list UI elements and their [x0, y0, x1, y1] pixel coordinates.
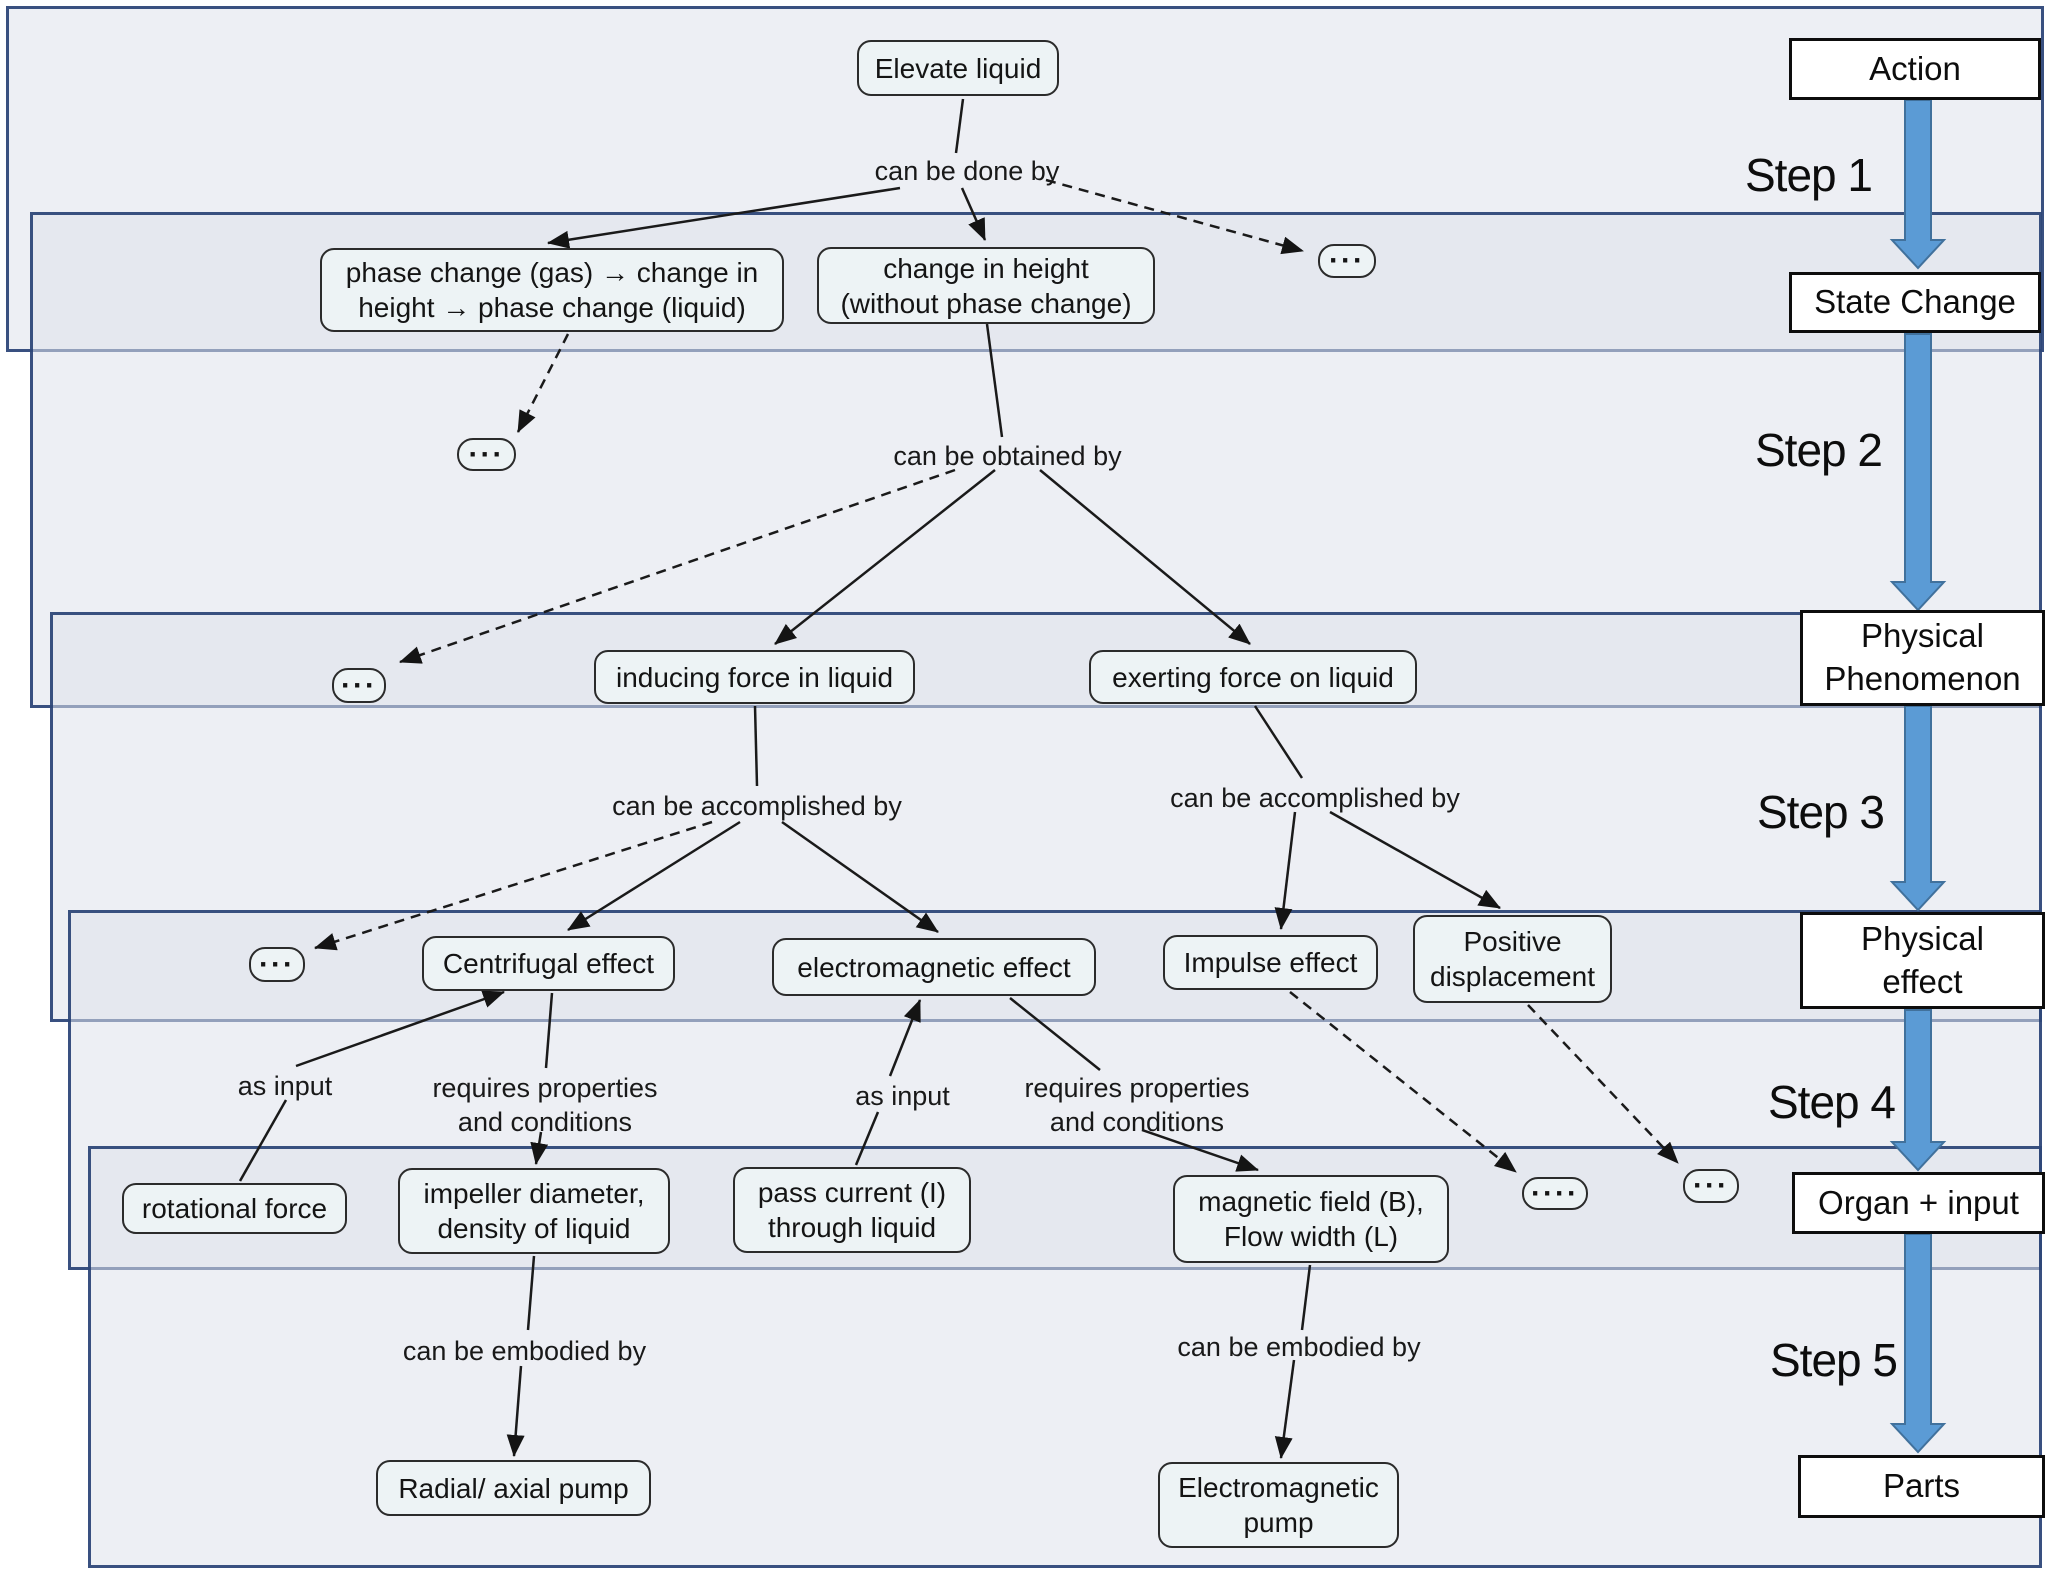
- edge-phase-to-ellipsis: [516, 333, 570, 433]
- node-ellipsis-organ-1: ····: [1522, 1177, 1588, 1210]
- edge-obtained-to-inducing: [774, 469, 996, 645]
- edge-obtained-to-ellipsis: [399, 468, 956, 664]
- node-ellipsis-phase: ···: [457, 438, 516, 471]
- edge-label-can-be-obtained-by: can be obtained by: [893, 441, 1122, 471]
- edge-label-accomplished-left: can be accomplished by: [612, 791, 902, 821]
- node-ellipsis-organ-2: ···: [1683, 1169, 1739, 1203]
- node-ellipsis-effect: ···: [249, 947, 305, 982]
- edge-centrifugal-to-label: [544, 992, 554, 1069]
- node-ellipsis-phenomenon: ···: [332, 668, 386, 703]
- edge-done-to-ellipsis: [1045, 178, 1304, 255]
- edge-label-as-input-left: as input: [237, 1071, 333, 1101]
- step-label-1: Step 1: [1745, 149, 1873, 201]
- edge-label-accomplished-right: can be accomplished by: [1170, 783, 1460, 813]
- node-exerting-force: exerting force on liquid: [1089, 650, 1417, 704]
- edge-accleft-to-ellipsis: [314, 820, 713, 951]
- edge-label-to-centrifugal: [295, 990, 505, 1068]
- edge-label-requires-right: requires properties and conditions: [1024, 1073, 1250, 1137]
- edge-exerting-to-label: [1253, 705, 1304, 779]
- node-electromagnetic-pump: Electromagnetic pump: [1158, 1462, 1399, 1548]
- rail-box-parts: Parts: [1798, 1455, 2045, 1518]
- step-label-2: Step 2: [1755, 424, 1883, 476]
- edge-impeller-to-label: [526, 1255, 536, 1331]
- node-elevate-liquid: Elevate liquid: [857, 40, 1059, 96]
- step-label-5: Step 5: [1770, 1334, 1898, 1386]
- node-phase-change: phase change (gas) → change in height → …: [320, 248, 784, 332]
- node-impeller-diameter: impeller diameter, density of liquid: [398, 1168, 670, 1254]
- edge-impulse-to-ellipsis: [1289, 991, 1517, 1173]
- edge-positive-to-ellipsis: [1527, 1004, 1679, 1164]
- node-positive-displacement: Positive displacement: [1413, 915, 1612, 1003]
- rail-arrow-step3: [1889, 705, 1947, 912]
- rail-arrow-step1: [1889, 99, 1947, 270]
- node-electromagnetic-effect: electromagnetic effect: [772, 938, 1096, 996]
- edge-label-to-impeller: [530, 1131, 549, 1165]
- node-impulse-effect: Impulse effect: [1163, 935, 1378, 990]
- rail-box-physical-phenomenon: Physical Phenomenon: [1800, 610, 2045, 706]
- edge-change-to-label: [985, 323, 1004, 438]
- edge-passcurrent-to-label: [854, 1111, 880, 1166]
- node-change-in-height: change in height (without phase change): [817, 247, 1155, 324]
- edge-accright-to-impulse: [1274, 811, 1297, 930]
- edge-done-to-phase: [547, 186, 901, 249]
- edge-label-to-radial: [506, 1365, 525, 1457]
- node-inducing-force: inducing force in liquid: [594, 650, 915, 704]
- edge-accleft-to-em: [781, 820, 939, 934]
- rail-arrow-step4: [1889, 1009, 1947, 1172]
- edge-label-can-be-done-by: can be done by: [874, 156, 1060, 186]
- node-magnetic-field: magnetic field (B), Flow width (L): [1173, 1175, 1449, 1263]
- step-label-3: Step 3: [1757, 786, 1885, 838]
- edge-done-to-change: [960, 187, 987, 241]
- edge-accleft-to-centrifugal: [567, 820, 741, 932]
- rail-box-physical-effect: Physical effect: [1800, 912, 2045, 1009]
- edge-elevate-to-label: [954, 98, 965, 154]
- rail-arrow-step2: [1889, 333, 1947, 612]
- edge-label-to-em: [888, 999, 922, 1077]
- edge-label-to-empump: [1274, 1359, 1296, 1459]
- node-radial-axial-pump: Radial/ axial pump: [376, 1460, 651, 1516]
- node-ellipsis-top: ···: [1318, 244, 1376, 278]
- node-centrifugal-effect: Centrifugal effect: [422, 936, 675, 991]
- edge-rotational-to-label: [238, 1099, 288, 1182]
- edge-em-to-label: [1009, 997, 1101, 1071]
- edge-label-to-magnetic: [1141, 1128, 1259, 1172]
- rail-box-action: Action: [1789, 38, 2041, 100]
- step-label-4: Step 4: [1768, 1076, 1896, 1128]
- rail-box-state-change: State Change: [1789, 272, 2041, 333]
- node-pass-current: pass current (I) through liquid: [733, 1167, 971, 1253]
- edge-label-embodied-left: can be embodied by: [402, 1336, 647, 1366]
- edge-label-requires-left: requires properties and conditions: [432, 1073, 658, 1137]
- edge-accright-to-positive: [1329, 810, 1501, 910]
- rail-box-organ-input: Organ + input: [1792, 1172, 2045, 1234]
- edge-label-embodied-right: can be embodied by: [1177, 1332, 1421, 1362]
- edge-magnetic-to-label: [1300, 1264, 1312, 1331]
- edge-obtained-to-exerting: [1039, 469, 1251, 645]
- edge-inducing-to-label: [753, 705, 759, 787]
- node-rotational-force: rotational force: [122, 1183, 347, 1234]
- rail-arrow-step5: [1889, 1233, 1947, 1454]
- edge-label-as-input-right: as input: [855, 1081, 950, 1111]
